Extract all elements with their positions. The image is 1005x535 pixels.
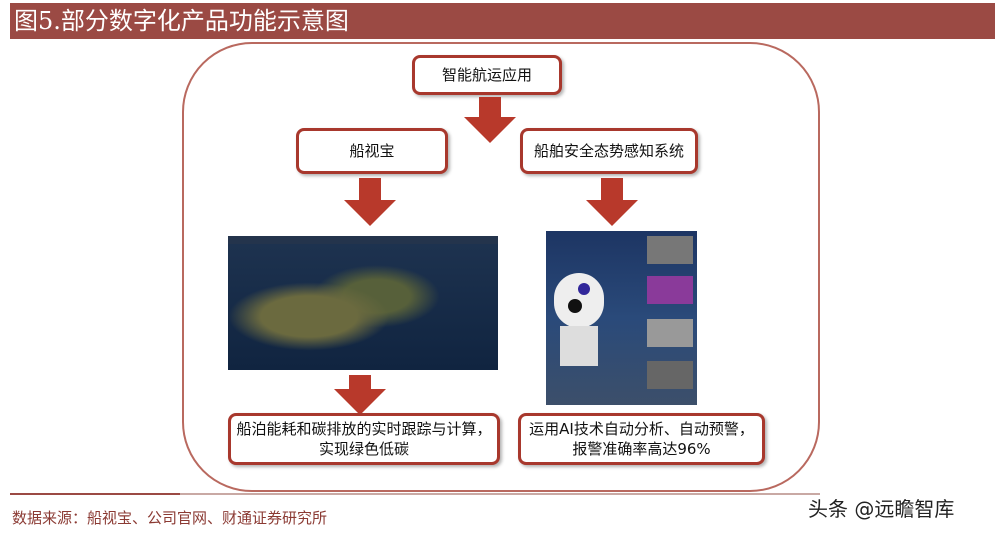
node-safety-awareness: 船舶安全态势感知系统 — [520, 128, 698, 174]
divider — [10, 493, 820, 495]
result-ai-warning: 运用AI技术自动分析、自动预警， 报警准确率高达96% — [518, 413, 765, 465]
result-line: 运用AI技术自动分析、自动预警， — [529, 420, 754, 438]
result-line: 船泊能耗和碳排放的实时跟踪与计算， — [236, 420, 492, 438]
camera-system-image — [546, 231, 697, 405]
divider-accent — [10, 493, 180, 495]
result-line: 报警准确率高达96% — [572, 440, 711, 458]
watermark: 头条 @远瞻智库 — [808, 497, 955, 521]
figure-title: 图5.部分数字化产品功能示意图 — [10, 3, 995, 39]
result-line: 实现绿色低碳 — [318, 440, 409, 458]
satellite-map-image — [228, 236, 498, 370]
source-note: 数据来源：船视宝、公司官网、财通证券研究所 — [12, 509, 328, 527]
result-energy-carbon: 船泊能耗和碳排放的实时跟踪与计算， 实现绿色低碳 — [228, 413, 500, 465]
node-smart-shipping: 智能航运应用 — [412, 55, 562, 95]
node-chuanshibao: 船视宝 — [296, 128, 448, 174]
diagram-frame — [182, 42, 820, 492]
